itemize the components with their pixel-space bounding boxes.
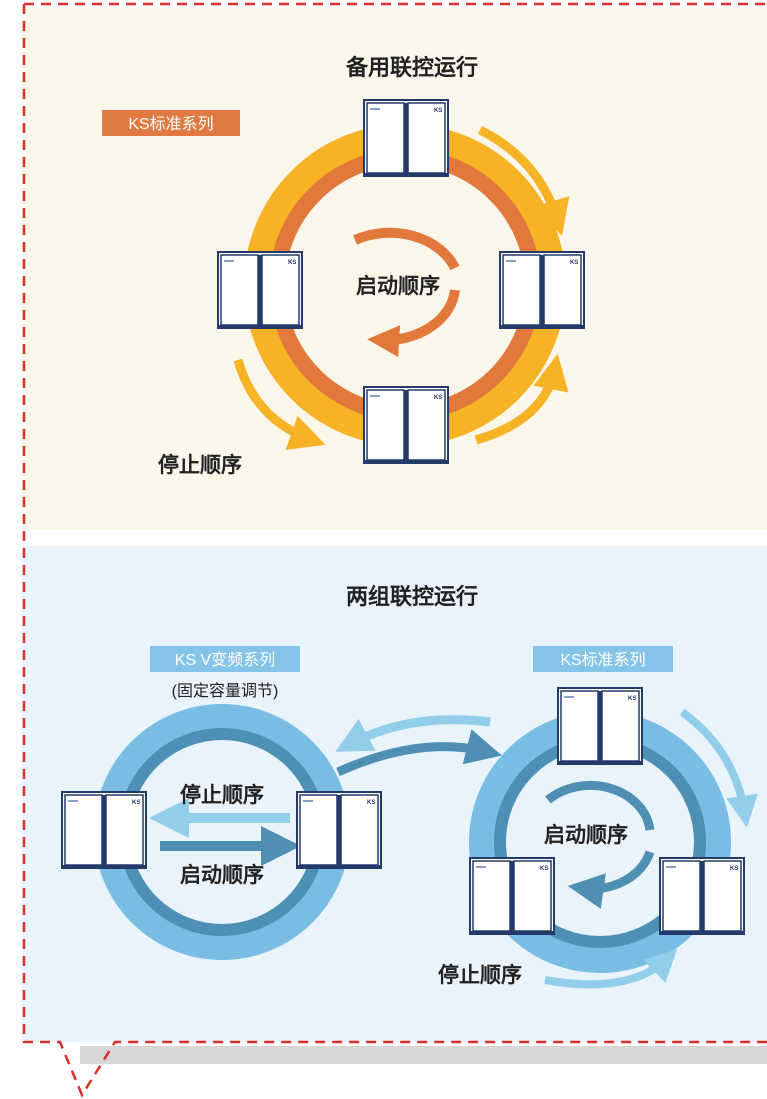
left-group-note: (固定容量调节)	[172, 682, 279, 700]
top-series-tag: KS标准系列	[128, 115, 213, 133]
top-unit-right	[498, 250, 586, 330]
top-start-label: 启动顺序	[356, 274, 440, 298]
dashed-frame	[22, 2, 767, 1098]
top-stop-label: 停止顺序	[158, 453, 242, 477]
right-unit-left	[468, 856, 556, 936]
top-unit-top	[362, 98, 450, 178]
top-panel: 备用联控运行 KS标准系列 启动顺序 停止顺序	[22, 8, 767, 530]
right-unit-right	[658, 856, 746, 936]
left-unit-inner	[295, 790, 383, 870]
right-arrow-upper	[679, 708, 758, 828]
left-series-tag-bg	[150, 646, 300, 672]
bottom-shadow	[80, 1046, 767, 1064]
cross-arrow-top	[335, 715, 491, 752]
left-stop-label: 停止顺序	[180, 783, 264, 807]
right-arrow-lower	[544, 949, 678, 989]
top-unit-bottom	[362, 385, 450, 465]
top-unit-left	[216, 250, 304, 330]
left-unit-outer	[60, 790, 148, 870]
left-start-label: 启动顺序	[180, 863, 264, 887]
top-inner-arc-lower	[367, 289, 460, 358]
right-start-label: 启动顺序	[544, 823, 628, 847]
right-inner-arc-upper	[545, 780, 655, 831]
top-series-tag-bg	[102, 110, 240, 136]
top-panel-title: 备用联控运行	[345, 55, 478, 80]
right-series-tag-bg	[533, 646, 673, 672]
top-inner-arc-upper	[352, 227, 460, 271]
cross-arrow-bottom	[336, 729, 502, 777]
right-inner-arc-lower	[567, 850, 655, 909]
left-series-tag: KS V变频系列	[175, 651, 275, 669]
top-arrow-lower-left	[233, 358, 326, 450]
right-series-tag: KS标准系列	[560, 651, 645, 669]
top-arrow-lower-right	[474, 353, 569, 445]
bottom-panel-title: 两组联控运行	[346, 584, 478, 609]
bottom-panel: 两组联控运行 KS V变频系列 (固定容量调节) KS标准系列 停止顺序 启动顺…	[22, 546, 767, 1042]
right-stop-label: 停止顺序	[438, 963, 522, 987]
right-unit-top	[556, 686, 644, 766]
top-arrow-upper-right	[477, 125, 570, 236]
